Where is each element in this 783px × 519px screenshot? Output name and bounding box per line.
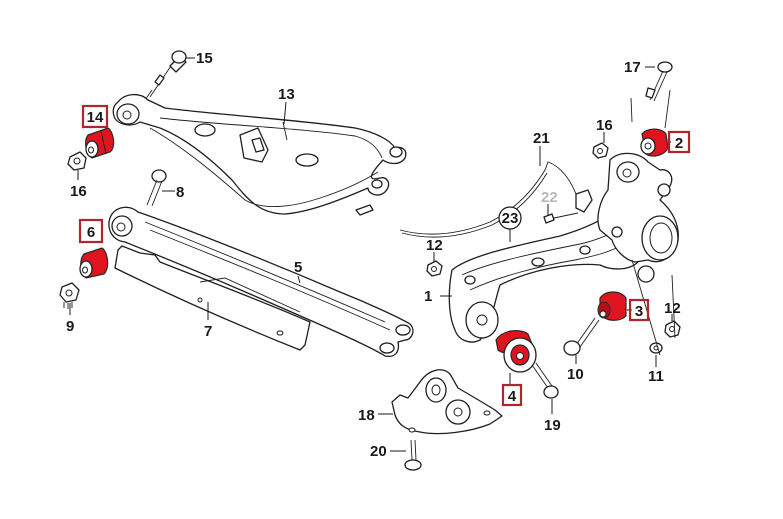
label-23: 23	[502, 210, 519, 227]
part-labels: 15 13 16 8 9 7 5 17 16 21 22 23 12 1 12 …	[66, 50, 681, 460]
bushing-4	[495, 330, 537, 373]
bolt-22	[543, 212, 579, 224]
label-16-right: 16	[596, 117, 613, 134]
label-10: 10	[567, 366, 584, 383]
bolt-15	[137, 50, 187, 111]
bolt-20	[404, 439, 422, 471]
label-1: 1	[424, 288, 432, 305]
mounting-bracket	[391, 369, 503, 435]
label-19: 19	[544, 417, 561, 434]
label-12-right: 12	[664, 300, 681, 317]
bolt-8	[146, 169, 167, 207]
label-3: 3	[635, 303, 643, 320]
wheel-carrier	[597, 152, 679, 283]
label-23-circle	[498, 206, 522, 230]
bolt-10	[563, 317, 600, 356]
bolt-19	[531, 362, 559, 399]
label-15: 15	[196, 50, 213, 67]
bushing-3	[597, 291, 627, 321]
label-2: 2	[675, 135, 683, 152]
highlight-label-2: 2	[667, 130, 691, 154]
label-17: 17	[624, 59, 641, 76]
highlight-label-4: 4	[501, 383, 523, 407]
label-4: 4	[508, 388, 517, 405]
label-16-left: 16	[70, 183, 87, 200]
nut-16-right	[592, 142, 609, 159]
nut-12-right	[664, 320, 681, 338]
cover-plate	[114, 245, 311, 351]
nut-12-left	[426, 260, 443, 277]
label-18: 18	[358, 407, 375, 424]
label-6: 6	[87, 224, 95, 241]
nut-16-left	[67, 151, 87, 171]
label-7: 7	[204, 323, 212, 340]
label-9: 9	[66, 318, 74, 335]
label-5: 5	[294, 259, 302, 276]
bushing-6	[79, 247, 109, 279]
label-22: 22	[541, 189, 558, 206]
bushing-14	[85, 127, 115, 159]
trailing-arm	[448, 204, 647, 343]
label-20: 20	[370, 443, 387, 460]
washer-11	[649, 342, 663, 354]
speed-sensor-cable	[355, 161, 593, 238]
label-8: 8	[176, 184, 184, 201]
bolt-17	[645, 61, 673, 102]
bushing-2	[640, 128, 669, 157]
label-14: 14	[87, 109, 104, 126]
nut-9	[59, 282, 80, 309]
highlight-label-14: 14	[81, 104, 109, 129]
highlight-label-6: 6	[78, 218, 104, 244]
label-12-left: 12	[426, 237, 443, 254]
label-13: 13	[278, 86, 295, 103]
label-11: 11	[648, 368, 664, 385]
label-21: 21	[533, 130, 550, 147]
leader-lines	[69, 57, 673, 452]
lower-control-arm	[108, 206, 414, 358]
highlight-label-3: 3	[628, 298, 650, 322]
upper-control-arm	[112, 93, 407, 215]
